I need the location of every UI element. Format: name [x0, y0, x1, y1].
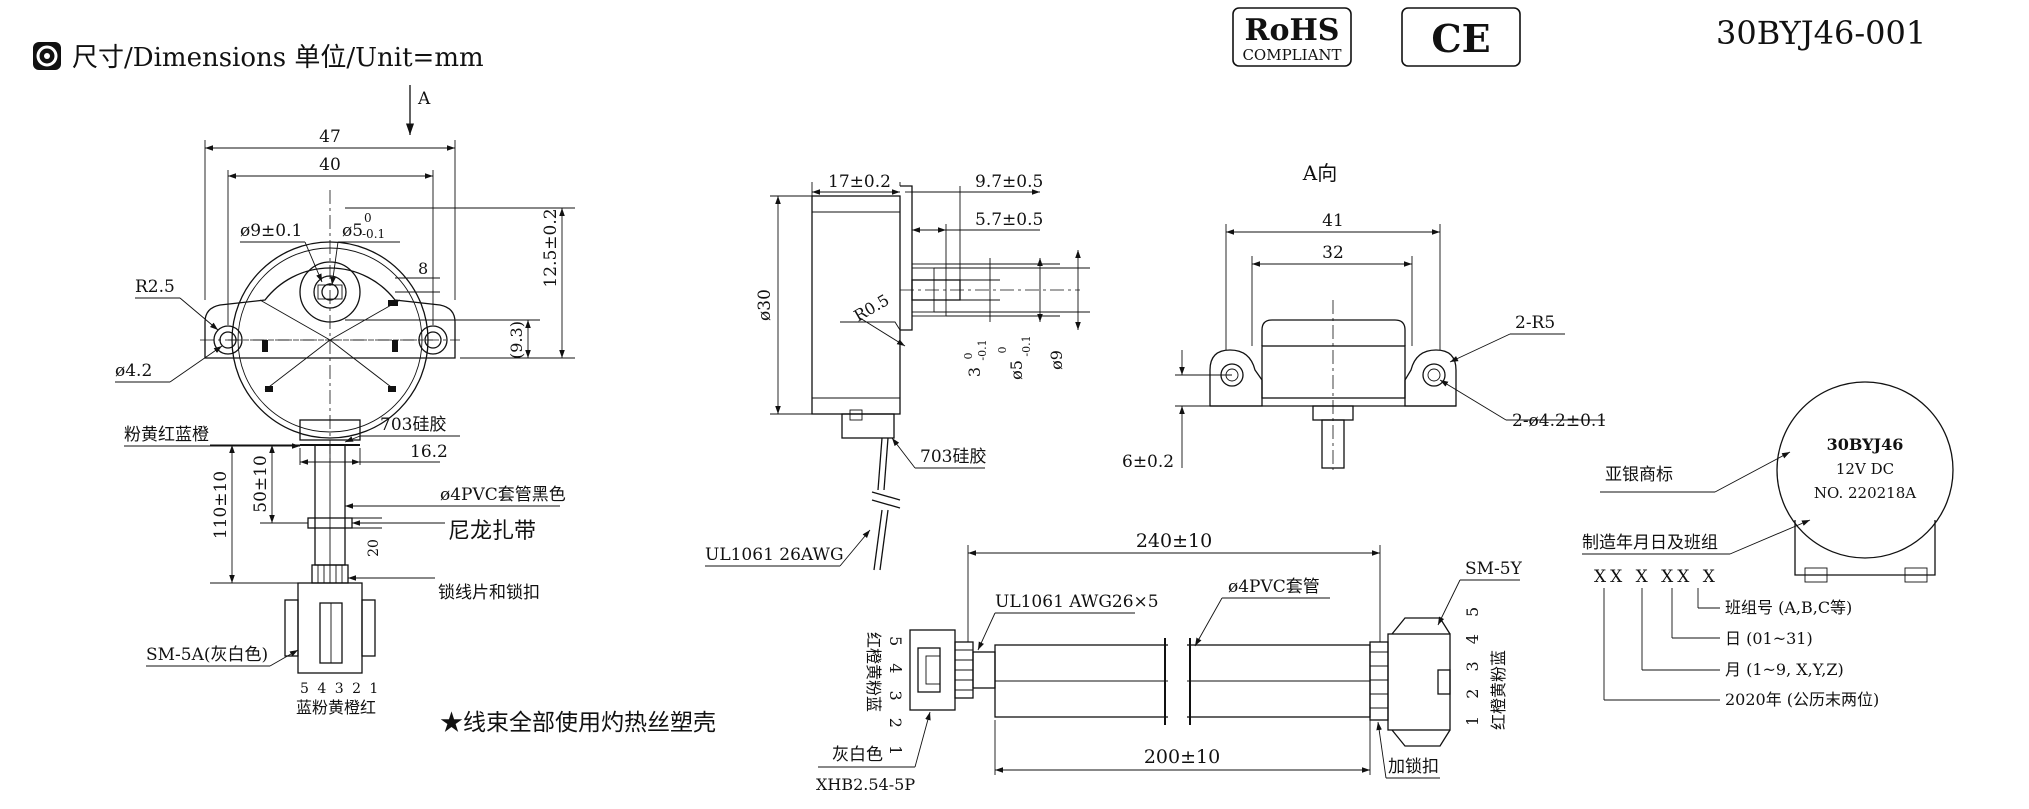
header: 尺寸/Dimensions 单位/Unit=mm RoHS COMPLIANT … — [33, 7, 1926, 73]
footnote: ★线束全部使用灼热丝塑壳 — [440, 710, 716, 736]
dim-phi9: ø9±0.1 — [240, 221, 302, 241]
svg-text:-0.1: -0.1 — [1020, 335, 1033, 356]
wire-colors-top: 粉黄红蓝橙 — [124, 425, 209, 445]
dim-20: 20 — [366, 539, 382, 557]
pin-numbers: 5 4 3 2 1 — [300, 681, 380, 697]
harness-right-colors: 红橙黄粉蓝 — [1489, 650, 1508, 730]
label-block: 30BYJ46 12V DC NO. 220218A 亚银商标 制造年月日及班组… — [1582, 381, 1954, 709]
dimension-icon — [33, 42, 61, 70]
dim-phi42: ø4.2 — [115, 361, 152, 381]
dim-phi30: ø30 — [755, 289, 775, 321]
rohs-logo: RoHS COMPLIANT — [1232, 7, 1352, 67]
dim-r25: R2.5 — [135, 277, 175, 297]
dim-2phi42: 2-ø4.2±0.1 — [1512, 411, 1607, 431]
dim-40: 40 — [319, 155, 341, 175]
svg-text:0: 0 — [962, 353, 975, 360]
dim-240: 240±10 — [1136, 530, 1212, 552]
sm5y-label: SM-5Y — [1465, 559, 1523, 579]
dim-6: 6±0.2 — [1122, 452, 1174, 472]
svg-text:COMPLIANT: COMPLIANT — [1242, 46, 1341, 64]
harness-left-colors: 红橙黄粉蓝 — [864, 632, 883, 712]
svg-text:0: 0 — [996, 347, 1009, 354]
svg-text:-0.1: -0.1 — [362, 227, 385, 241]
dim-9-3: (9.3) — [507, 321, 526, 359]
dim-12-5: 12.5±0.2 — [541, 208, 561, 287]
dim-8: 8 — [418, 259, 428, 278]
lock-label: 锁线片和锁扣 — [438, 583, 540, 603]
side-view: 17±0.2 9.7±0.5 5.7±0.5 ø30 R0.5 3 0 -0.1 — [705, 172, 1090, 571]
dim-phi9b: ø9 — [1047, 350, 1066, 370]
nylon-tie-label: 尼龙扎带 — [448, 519, 536, 544]
day-code-desc: 日 (01~31) — [1725, 629, 1813, 648]
ce-logo: CE — [1401, 7, 1521, 67]
wire-spec-harness: UL1061 AWG26×5 — [995, 592, 1159, 612]
wire-colors-bottom: 蓝粉黄橙红 — [296, 698, 376, 717]
harness-left-pins: 5 4 3 2 1 — [886, 636, 905, 761]
dim-200: 200±10 — [1144, 746, 1220, 768]
dim-r05: R0.5 — [851, 290, 893, 325]
model-number: 30BYJ46-001 — [1716, 14, 1926, 52]
dim-3: 3 — [965, 367, 984, 377]
dim-41: 41 — [1322, 211, 1344, 231]
dim-9-7: 9.7±0.5 — [975, 172, 1043, 192]
year-code-desc: 2020年 (公历末两位) — [1725, 690, 1879, 709]
svg-text:CE: CE — [1431, 16, 1490, 61]
svg-text:-0.1: -0.1 — [976, 339, 989, 360]
brand-label: 亚银商标 — [1605, 465, 1673, 485]
motor-label-line1: 30BYJ46 — [1827, 435, 1904, 454]
left-connector-color: 灰白色 — [832, 745, 883, 765]
shift-code-desc: 班组号 (A,B,C等) — [1725, 598, 1852, 617]
dim-5-7: 5.7±0.5 — [975, 210, 1043, 230]
view-a-title: A向 — [1302, 161, 1337, 185]
dim-110: 110±10 — [211, 471, 231, 539]
harness-view: 240±10 200±10 UL1061 AWG26×5 ø4PVC套管 SM-… — [816, 530, 1523, 794]
pvc-sleeve-label: ø4PVC套管黑色 — [440, 485, 566, 505]
view-arrow-a: A — [417, 89, 431, 109]
silicone-label: 703硅胶 — [380, 415, 446, 435]
dim-50: 50±10 — [251, 455, 271, 513]
connector-label: SM-5A(灰白色) — [146, 645, 268, 665]
pvc-sleeve-harness: ø4PVC套管 — [1228, 577, 1320, 597]
front-view: A 47 40 — [115, 85, 575, 717]
dim-32: 32 — [1322, 243, 1344, 263]
dim-phi5b: ø5 — [1007, 360, 1026, 380]
dim-phi5: ø5 — [342, 221, 363, 241]
dim-16-2: 16.2 — [410, 442, 448, 462]
wire-spec-side: UL1061 26AWG — [705, 545, 844, 565]
lock-buckle-label: 加锁扣 — [1388, 757, 1439, 777]
svg-text:RoHS: RoHS — [1245, 13, 1340, 48]
silicone-label-side: 703硅胶 — [920, 447, 986, 467]
harness-right-pins: 1 2 3 4 5 — [1463, 601, 1482, 726]
dim-47: 47 — [319, 127, 341, 147]
top-view: A向 41 32 2-R5 2-ø4.2±0.1 — [1122, 161, 1607, 472]
motor-label-line2: 12V DC — [1836, 460, 1894, 478]
svg-text:0: 0 — [364, 211, 372, 225]
motor-label-line3: NO. 220218A — [1814, 484, 1916, 502]
dim-2r5: 2-R5 — [1515, 313, 1555, 333]
left-connector-model: XHB2.54-5P — [816, 775, 915, 794]
dim-17: 17±0.2 — [828, 172, 891, 192]
manufacture-code-title: 制造年月日及班组 — [1582, 533, 1718, 553]
page-title: 尺寸/Dimensions 单位/Unit=mm — [72, 43, 484, 73]
date-code: XX X XX X — [1594, 567, 1719, 587]
month-code-desc: 月 (1~9, X,Y,Z) — [1725, 660, 1844, 679]
